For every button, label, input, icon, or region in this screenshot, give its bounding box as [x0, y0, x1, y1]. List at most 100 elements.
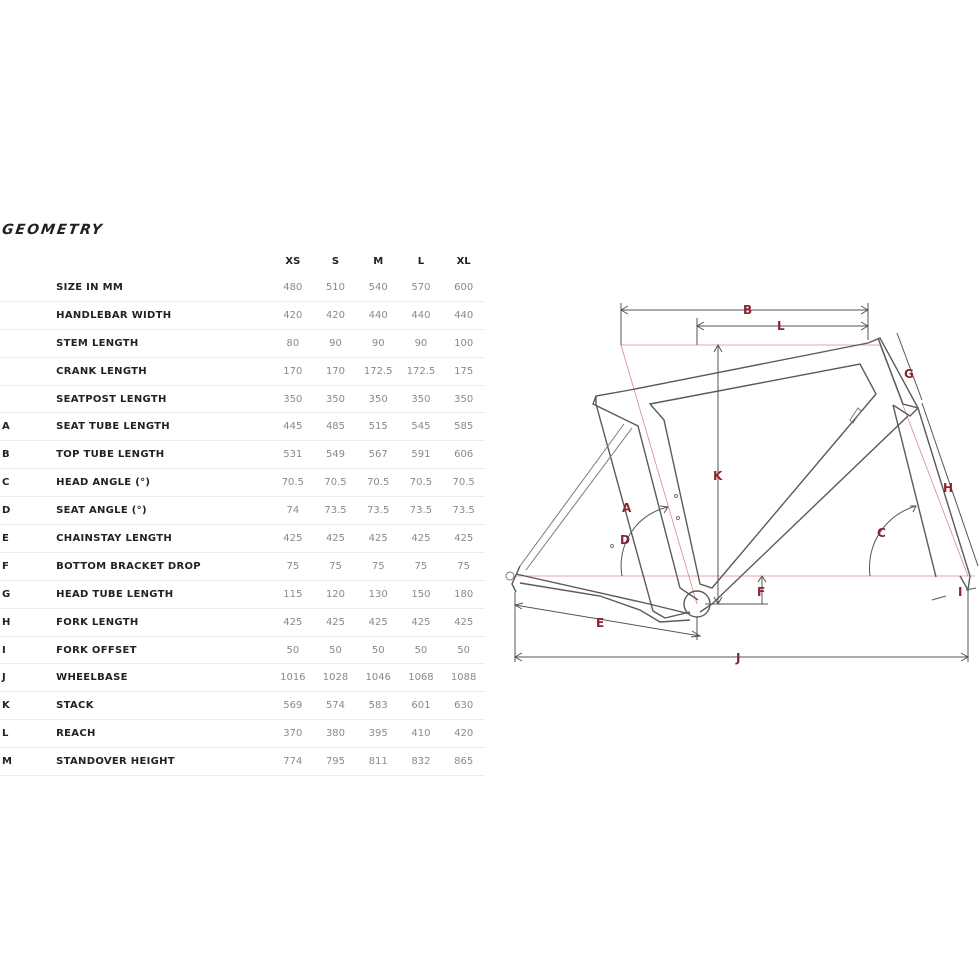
dim-label-k: K	[713, 469, 723, 483]
row-value-m: 583	[356, 691, 400, 721]
row-letter: I	[0, 636, 57, 665]
row-value-l: 425	[399, 608, 443, 637]
row-value-m: 425	[356, 524, 400, 553]
row-value-xs: 75	[271, 552, 315, 581]
row-value-m: 395	[356, 719, 400, 749]
row-value-xs: 74	[271, 496, 315, 526]
row-letter: C	[0, 468, 57, 498]
row-value-xs: 774	[271, 747, 315, 777]
header-size-l: L	[417, 255, 425, 267]
row-value-m: 425	[356, 608, 400, 637]
dim-label-b: B	[743, 303, 752, 317]
row-value-m: 73.5	[356, 496, 400, 526]
row-letter: D	[0, 496, 57, 526]
page-title: GEOMETRY	[0, 222, 105, 238]
row-value-xs: 420	[271, 301, 315, 330]
row-letter: E	[0, 524, 57, 553]
row-value-l: 50	[399, 636, 443, 665]
row-letter: M	[0, 747, 57, 777]
row-value-s: 350	[314, 385, 357, 414]
row-value-xs: 70.5	[271, 468, 315, 498]
row-value-xl: 440	[442, 301, 485, 330]
row-label: HEAD ANGLE (°)	[56, 468, 272, 498]
row-value-m: 70.5	[356, 468, 400, 498]
row-value-m: 130	[356, 580, 400, 609]
header-label	[56, 248, 271, 274]
row-label: HANDLEBAR WIDTH	[56, 301, 272, 330]
row-value-xs: 370	[271, 719, 315, 749]
row-value-l: 570	[399, 274, 443, 302]
row-value-xl: 585	[442, 412, 485, 442]
row-value-xl: 425	[442, 524, 485, 553]
row-label: SIZE IN MM	[56, 274, 272, 302]
row-value-m: 567	[356, 440, 400, 470]
row-value-s: 485	[314, 412, 357, 442]
row-value-m: 515	[356, 412, 400, 442]
row-label: STEM LENGTH	[56, 329, 272, 358]
row-value-xs: 115	[271, 580, 315, 609]
row-letter: K	[0, 691, 57, 721]
row-value-m: 540	[356, 274, 400, 302]
row-value-l: 425	[399, 524, 443, 553]
row-value-s: 73.5	[314, 496, 357, 526]
row-value-s: 574	[314, 691, 357, 721]
row-value-m: 350	[356, 385, 400, 414]
row-value-s: 420	[314, 301, 357, 330]
row-value-xs: 50	[271, 636, 315, 665]
row-value-l: 75	[399, 552, 443, 581]
row-letter	[0, 301, 57, 330]
row-value-xs: 1016	[271, 663, 315, 693]
row-label: SEAT ANGLE (°)	[56, 496, 272, 526]
row-value-s: 380	[314, 719, 357, 749]
row-value-xl: 180	[442, 580, 485, 609]
row-letter: B	[0, 440, 57, 470]
header-size-m: M	[373, 255, 384, 267]
row-value-s: 425	[314, 524, 357, 553]
row-value-xs: 445	[271, 412, 315, 442]
row-value-m: 440	[356, 301, 400, 330]
row-value-xs: 569	[271, 691, 315, 721]
row-label: CHAINSTAY LENGTH	[56, 524, 272, 553]
row-label: CRANK LENGTH	[56, 357, 272, 386]
row-value-m: 172.5	[356, 357, 400, 386]
row-value-l: 545	[399, 412, 443, 442]
dim-label-c: C	[877, 526, 886, 540]
row-label: SEATPOST LENGTH	[56, 385, 272, 414]
row-value-m: 90	[356, 329, 400, 358]
dim-label-a: A	[622, 501, 632, 515]
row-value-l: 90	[399, 329, 443, 358]
row-letter: G	[0, 580, 57, 609]
row-value-xl: 73.5	[442, 496, 485, 526]
row-value-xs: 531	[271, 440, 315, 470]
row-value-xl: 100	[442, 329, 485, 358]
row-value-l: 832	[399, 747, 443, 777]
row-letter: A	[0, 412, 57, 442]
dim-label-i: I	[958, 585, 962, 599]
row-label: FORK LENGTH	[56, 608, 272, 637]
seat-axis-reference	[620, 344, 698, 605]
table-header-row: XS S M L XL	[0, 248, 485, 274]
row-letter	[0, 357, 57, 386]
row-value-s: 90	[314, 329, 357, 358]
row-value-l: 601	[399, 691, 443, 721]
row-label: STACK	[56, 691, 272, 721]
row-letter: F	[0, 552, 57, 581]
row-value-l: 73.5	[399, 496, 443, 526]
row-value-xl: 606	[442, 440, 485, 470]
dim-label-h: H	[943, 481, 953, 495]
row-value-s: 425	[314, 608, 357, 637]
row-value-l: 410	[399, 719, 443, 749]
row-value-xl: 600	[442, 274, 485, 302]
row-label: STANDOVER HEIGHT	[56, 747, 272, 777]
dim-label-g: G	[904, 367, 914, 381]
